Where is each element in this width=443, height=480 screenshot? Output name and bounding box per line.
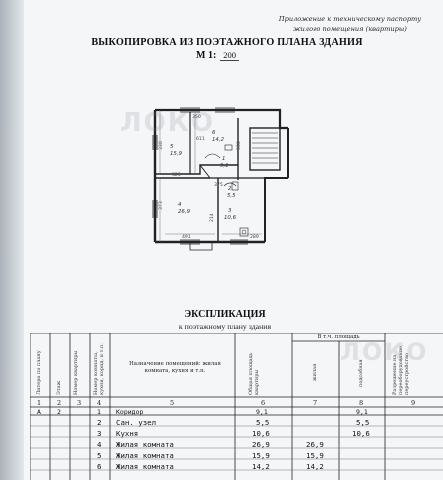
room-labels: 5 15,9 6 14,2 4 26,9 3 10,6 2 5,5 1 9,1 — [170, 130, 237, 221]
row-1-name: Коридор — [116, 408, 144, 416]
dim-611: 611 — [196, 136, 205, 142]
col-number-1: 1 — [37, 399, 42, 407]
col-number-9: 9 — [411, 399, 416, 407]
row-5-total: 15,9 — [252, 451, 270, 460]
room-1-number: 1 — [222, 156, 225, 162]
row-1-litera: А — [37, 408, 41, 416]
col-number-4: 4 — [97, 399, 102, 407]
header-litera: Литера по плану — [36, 350, 42, 395]
room-2-number: 2 — [228, 186, 232, 192]
document-title: ВЫКОПИРОВКА ИЗ ПОЭТАЖНОГО ПЛАНА ЗДАНИЯ — [91, 37, 363, 48]
dim-491: 491 — [182, 234, 191, 240]
row-6-no: 6 — [97, 462, 102, 471]
row-4-name: Жилая комната — [116, 440, 174, 449]
explication-table: Литера по плану Этаж Номер квартиры Номе… — [30, 333, 443, 480]
dim-375: 375 — [214, 182, 223, 188]
scale-label: М 1:200 — [196, 50, 240, 61]
room-3-number: 3 — [228, 208, 232, 214]
plan-watermark: ЛОКО — [120, 108, 216, 138]
col-number-5: 5 — [170, 399, 175, 407]
header-floor: Этаж — [56, 380, 62, 395]
row-3-name: Кухня — [116, 429, 139, 438]
explication-subtitle: к поэтажному плану здания — [178, 322, 272, 331]
row-6-total: 14,2 — [252, 462, 270, 471]
col-number-6: 6 — [261, 399, 266, 407]
row-4-total: 26,9 — [252, 440, 270, 449]
header-total: Общая площадь квартиры — [248, 352, 260, 395]
header-apartment: Номер квартиры — [73, 350, 79, 395]
dim-289: 289 — [250, 234, 259, 240]
room-3-area: 10,6 — [224, 215, 237, 221]
row-1-floor: 2 — [57, 408, 61, 416]
row-4-no: 4 — [97, 440, 102, 449]
appendix-note: Приложение к техническому паспорту жилог… — [275, 14, 425, 34]
room-4-area: 26,9 — [178, 209, 191, 215]
appendix-line-2: жилого помещения (квартиры) — [293, 25, 407, 33]
room-1-area: 9,1 — [220, 163, 229, 169]
dim-330: 330 — [158, 141, 164, 150]
scale-value: 200 — [220, 50, 240, 61]
row-2-name: Сан. узел — [116, 418, 157, 427]
plan-walls — [152, 107, 289, 251]
header-room-no: Номер комнаты, кухни, корид. и т.п. — [93, 343, 105, 395]
col-number-8: 8 — [359, 399, 364, 407]
row-5-living: 15,9 — [306, 451, 324, 460]
table-watermark: ЛОКО — [340, 338, 429, 366]
room-5-number: 5 — [170, 144, 174, 150]
col-number-7: 7 — [313, 399, 318, 407]
row-5-no: 5 — [97, 451, 102, 460]
row-6-living: 14,2 — [306, 462, 324, 471]
room-6-area: 14,2 — [212, 137, 225, 143]
dimension-numbers: 330 611 325 373 491 289 375 350 530 214 — [158, 114, 259, 240]
floor-plan: 5 15,9 6 14,2 4 26,9 3 10,6 2 5,5 1 9,1 … — [152, 107, 289, 251]
header-purpose: Назначение помещений: жилая комната, кух… — [129, 361, 221, 374]
room-2-area: 5,5 — [227, 193, 236, 199]
row-2-total: 5,5 — [256, 418, 270, 427]
col-number-3: 3 — [77, 399, 82, 407]
header-living: жилая — [312, 363, 318, 381]
row-3-aux: 10,6 — [352, 429, 370, 438]
dim-325: 325 — [172, 172, 181, 178]
row-2-aux: 5,5 — [356, 418, 370, 427]
row-1-total: 9,1 — [256, 408, 268, 416]
dim-214: 214 — [209, 213, 215, 222]
plan-dimension-lines — [159, 110, 262, 242]
row-2-no: 2 — [97, 418, 102, 427]
dim-373: 373 — [158, 201, 164, 210]
dim-350: 350 — [192, 114, 201, 120]
row-5-name: Жилая комната — [116, 451, 174, 460]
room-6-number: 6 — [212, 130, 216, 136]
dim-530: 530 — [236, 141, 242, 150]
table-grid — [30, 333, 443, 480]
row-4-living: 26,9 — [306, 440, 324, 449]
row-3-total: 10,6 — [252, 429, 270, 438]
appendix-line-1: Приложение к техническому паспорту — [278, 15, 422, 23]
row-1-aux: 9,1 — [356, 408, 368, 416]
room-5-area: 15,9 — [170, 151, 183, 157]
explication-title: ЭКСПЛИКАЦИЯ — [184, 309, 266, 320]
row-6-name: Жилая комната — [116, 462, 174, 471]
room-4-number: 4 — [178, 202, 182, 208]
col-number-2: 2 — [57, 399, 62, 407]
header-incl: В т.ч. площадь — [317, 334, 360, 340]
row-3-no: 3 — [97, 429, 102, 438]
scale-prefix: М 1: — [196, 50, 217, 61]
row-1-no: 1 — [97, 408, 101, 416]
